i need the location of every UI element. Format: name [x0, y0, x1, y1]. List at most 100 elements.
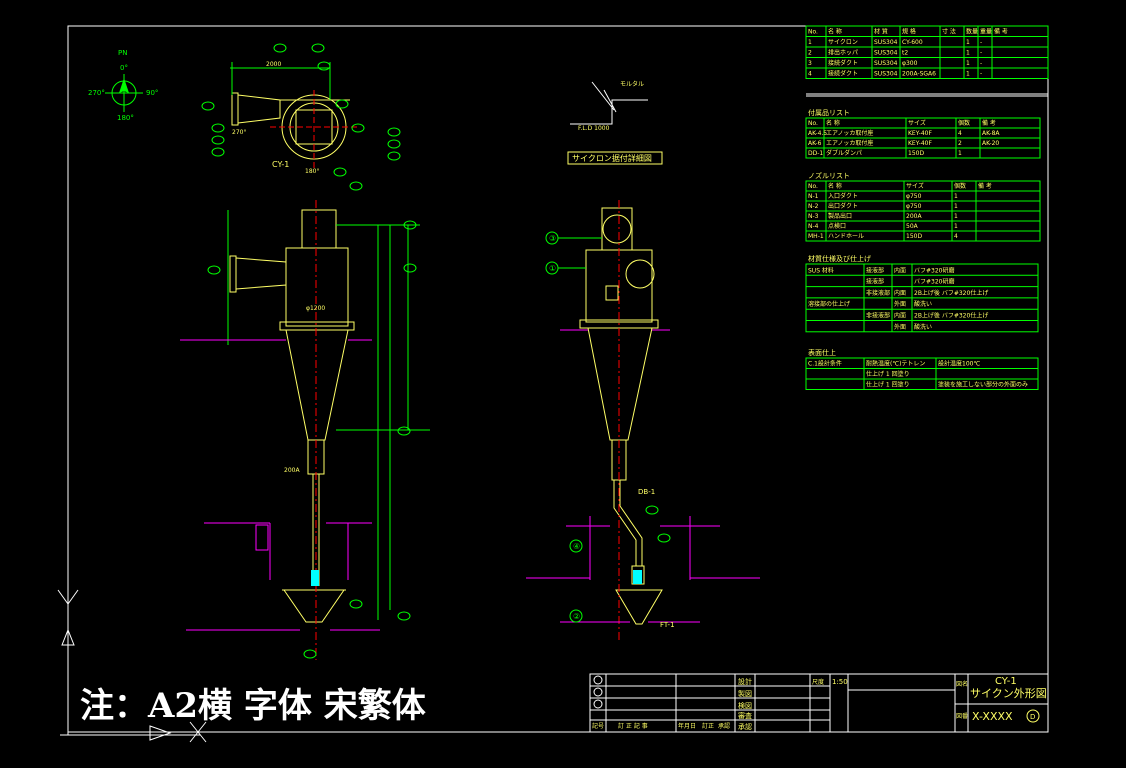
tb-title-1: CY-1 [995, 676, 1017, 687]
table-cell: 接続ダクト [828, 70, 858, 78]
table-header-cell: No. [808, 29, 818, 36]
table-cell: 内面 [894, 312, 906, 320]
front-dim-outlet: 200A [284, 467, 300, 474]
tb-rev-correct: 訂正 [702, 722, 714, 730]
table-cell: 酸洗い [914, 300, 932, 308]
table-cell: φ300 [902, 60, 918, 67]
table-cell: 外面 [894, 323, 906, 331]
table-cell: 2 [808, 50, 812, 57]
table-header-cell: 備 考 [978, 182, 992, 190]
front-view [229, 200, 355, 660]
table-cell: サイクロン [828, 39, 858, 46]
drawing-frame [67, 25, 1049, 733]
plan-angle-bottom: 180° [305, 168, 319, 175]
plan-dim-top: 2000 [266, 61, 281, 68]
front-floor-lines [180, 339, 380, 631]
tb-label-approve: 承認 [738, 722, 752, 731]
table-header-cell: 個数 [958, 119, 970, 127]
table-cell: SUS304 [874, 71, 898, 78]
remark-table-title: 表面仕上 [808, 348, 836, 357]
table-cell: N-2 [808, 203, 819, 210]
table-border [805, 25, 1049, 79]
table-cell: 内面 [894, 289, 906, 297]
side-balloon-2: ② [573, 612, 580, 621]
table-cell: N-4 [808, 223, 819, 230]
table-cell: 150D [908, 150, 924, 157]
front-dimensions [207, 210, 430, 659]
table-cell: CY-600 [902, 39, 923, 46]
table-header-cell: サイズ [906, 182, 924, 190]
side-balloon-4: ④ [573, 542, 580, 551]
install-detail [570, 81, 648, 125]
table-header-cell: 寸 法 [942, 28, 956, 36]
table-cell: 1 [966, 60, 970, 67]
table-cell: 接液部 [866, 278, 884, 286]
table-header-cell: 重量 [980, 28, 992, 36]
table-header-cell: 個数 [954, 182, 966, 190]
table-border [805, 357, 1039, 390]
tb-rev-symbol: 記号 [592, 722, 604, 730]
table-cell: 溶接部の仕上げ [808, 300, 850, 308]
table-cell: AK-4.5 [808, 130, 827, 137]
tb-label-design: 設計 [738, 677, 752, 686]
table-header-cell: 名 称 [828, 182, 842, 190]
tb-scale-label: 尺度 [812, 678, 824, 686]
table-cell: N-1 [808, 193, 819, 200]
tb-rev-approve: 承認 [718, 722, 730, 730]
table-cell: 200A [906, 213, 922, 220]
finish-table-title: 材質仕様及び仕上げ [808, 254, 871, 263]
table-cell: 1 [966, 39, 970, 46]
north-arrow: PN 0° 90° 180° 270° [88, 49, 158, 122]
accessory-table-title: 付属品リスト [808, 108, 850, 117]
side-balloon-3: ③ [549, 234, 556, 243]
table-cell: - [980, 71, 982, 78]
table-cell: 1 [966, 71, 970, 78]
tb-title-2: サイクン外形図 [970, 687, 1047, 700]
north-deg90: 90° [146, 89, 158, 97]
table-cell: MH-1 [808, 233, 824, 240]
table-cell: 接続ダクト [828, 59, 858, 67]
side-label-ft: FT-1 [660, 621, 675, 629]
table-cell: t2 [902, 50, 908, 57]
table-cell: 2 [958, 140, 962, 147]
tb-name-label: 図名 [956, 680, 968, 688]
front-level-marker [311, 570, 319, 586]
plan-label: CY-1 [272, 160, 289, 169]
table-cell: 4 [954, 233, 958, 240]
table-cell: 内面 [894, 266, 906, 274]
table-cell: KEY-40F [908, 140, 932, 147]
nozzle-table-title: ノズルリスト [808, 171, 850, 180]
table-cell: 2B上げ後 バフ#320仕上げ [914, 312, 988, 320]
side-balloon-1: ① [549, 264, 556, 273]
table-cell: SUS304 [874, 39, 898, 46]
table-cell: 耐熱温度(℃)テトレン [866, 360, 925, 368]
plan-angle-left: 270° [232, 129, 246, 136]
table-cell: SUS304 [874, 60, 898, 67]
table-cell: φ750 [906, 203, 922, 210]
table-cell: 4 [808, 71, 812, 78]
tb-rev-desc: 訂 正 記 事 [618, 722, 648, 730]
tb-no-label: 図番 [956, 713, 968, 720]
table-cell: AK-6 [808, 140, 822, 147]
table-cell: 1 [954, 213, 958, 220]
table-cell: AK-20 [982, 140, 999, 147]
front-dim-width: φ1200 [306, 305, 325, 312]
tb-drawing-no: X-XXXX [972, 710, 1013, 723]
table-cell: 外面 [894, 300, 906, 308]
table-cell: N-3 [808, 213, 819, 220]
table-cell: 塗装を施工しない部分の外面のみ [938, 381, 1028, 389]
table-header-cell: 備 考 [982, 119, 996, 127]
title-block-revisions [593, 675, 603, 709]
table-header-cell: 材 質 [874, 28, 888, 36]
table-cell: エアノッカ取付座 [826, 139, 873, 147]
ucs-icon [57, 589, 207, 743]
tb-rev-circle [1026, 709, 1040, 723]
table-cell: φ750 [906, 193, 922, 200]
table-cell: KEY-40F [908, 130, 932, 137]
table-cell: ダブルダンパ [826, 149, 862, 157]
tb-label-check: 検図 [738, 701, 752, 710]
table-cell: 4 [958, 130, 962, 137]
font-note: 注：A2横 字体 宋繁体 [80, 686, 426, 726]
